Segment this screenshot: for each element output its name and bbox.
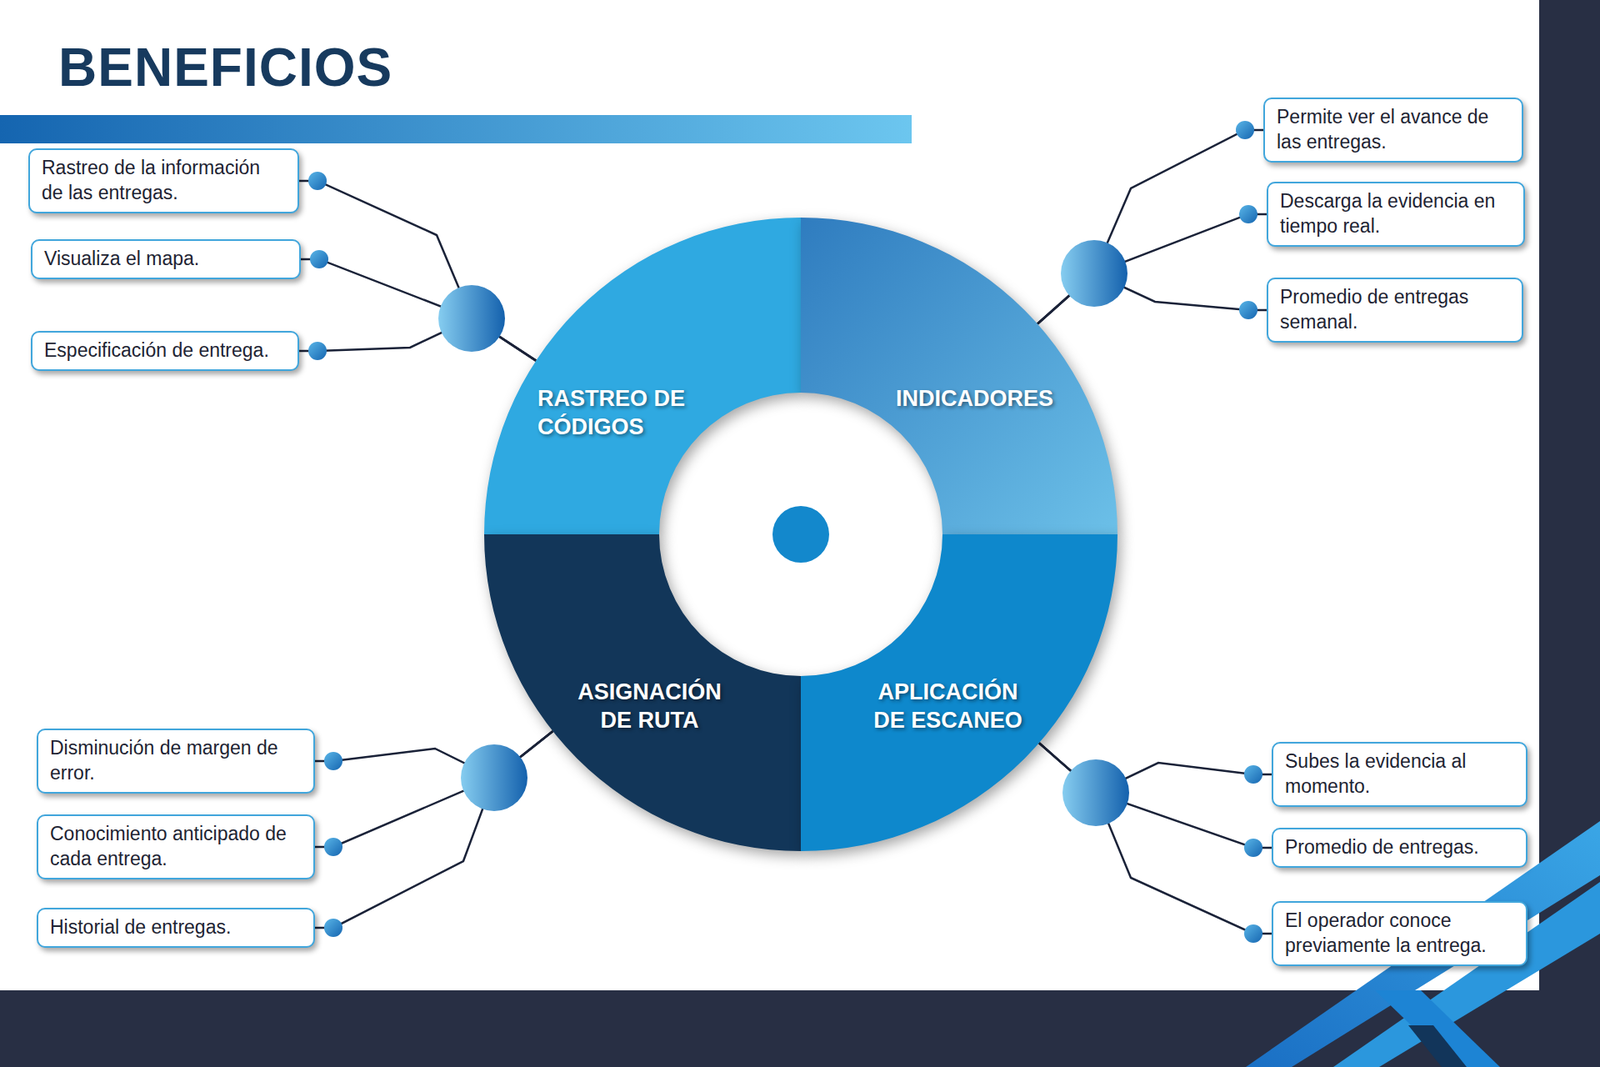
donut-segment: INDICADORES xyxy=(800,217,1118,535)
segment-label: APLICACIÓN DE ESCANEO xyxy=(862,678,1034,735)
donut-segment: APLICACIÓN DE ESCANEO xyxy=(800,534,1118,851)
connector-dot xyxy=(1244,924,1263,943)
benefit-text: Rastreo de la información de las entrega… xyxy=(41,155,286,206)
benefit-text: El operador conoce previamente la entreg… xyxy=(1285,908,1515,959)
donut-hole xyxy=(659,392,943,676)
hub-circle xyxy=(1062,759,1130,826)
connector-dot xyxy=(1239,300,1258,320)
title-bar xyxy=(0,115,912,144)
connector-dot xyxy=(310,250,329,269)
connector-dot xyxy=(324,918,343,937)
connector-line xyxy=(1039,742,1272,934)
benefit-text: Historial de entregas. xyxy=(50,915,302,940)
benefit-text: Promedio de entregas semanal. xyxy=(1280,285,1510,335)
benefit-box: El operador conoce previamente la entreg… xyxy=(1271,900,1528,966)
connector-dot xyxy=(1239,205,1258,224)
benefit-text: Visualiza el mapa. xyxy=(44,246,288,272)
benefit-box: Rastreo de la información de las entrega… xyxy=(28,148,300,214)
connector-line xyxy=(315,730,553,928)
benefit-text: Especificación de entrega. xyxy=(44,338,286,364)
benefit-box: Promedio de entregas. xyxy=(1271,827,1528,868)
connector-dot xyxy=(1244,838,1263,857)
benefit-box: Descarga la evidencia en tiempo real. xyxy=(1266,181,1525,247)
donut-segment: RASTREO DE CÓDIGOS xyxy=(484,217,801,535)
connector-line xyxy=(315,730,553,847)
benefit-box: Permite ver el avance de las entregas. xyxy=(1263,97,1524,163)
connector-dot xyxy=(324,837,343,856)
benefit-text: Disminución de margen de error. xyxy=(50,735,302,786)
decor-stripe xyxy=(1375,990,1500,1067)
benefit-box: Subes la evidencia al momento. xyxy=(1271,741,1528,807)
benefit-box: Disminución de margen de error. xyxy=(36,728,315,794)
connector-line xyxy=(300,259,536,361)
hub-circle xyxy=(438,285,505,352)
connector-dot xyxy=(1235,120,1255,140)
center-dot xyxy=(772,505,830,563)
leader-connector xyxy=(315,730,553,856)
segment-shape xyxy=(800,217,1118,535)
segment-label: ASIGNACIÓN DE RUTA xyxy=(564,678,735,735)
segment-fill xyxy=(484,217,801,535)
connector-dot xyxy=(324,751,343,770)
segment-fill xyxy=(484,534,801,851)
benefit-text: Descarga la evidencia en tiempo real. xyxy=(1280,189,1512,240)
benefit-text: Permite ver el avance de las entregas. xyxy=(1276,105,1510,155)
segment-fill xyxy=(800,217,1118,535)
hub-circle xyxy=(1060,240,1128,307)
page-title: BENEFICIOS xyxy=(58,36,393,99)
segment-fill xyxy=(800,534,1118,851)
benefit-box: Conocimiento anticipado de cada entrega. xyxy=(36,814,315,880)
decor-stripe xyxy=(1408,1025,1467,1067)
benefit-text: Conocimiento anticipado de cada entrega. xyxy=(50,821,302,872)
segment-shape xyxy=(484,217,801,535)
benefit-box: Promedio de entregas semanal. xyxy=(1266,277,1524,343)
decor-stripe xyxy=(1245,820,1600,1067)
benefit-box: Especificación de entrega. xyxy=(30,330,300,371)
connector-line xyxy=(1037,130,1264,325)
segment-label: INDICADORES xyxy=(895,385,1067,414)
benefit-box: Historial de entregas. xyxy=(36,907,315,948)
connector-dot xyxy=(1244,765,1263,784)
connector-line xyxy=(1037,214,1267,325)
leader-connector xyxy=(1039,742,1272,857)
benefit-text: Promedio de entregas. xyxy=(1285,835,1515,860)
connector-dot xyxy=(308,171,327,190)
leader-connector xyxy=(1039,742,1272,943)
connector-line xyxy=(299,180,536,361)
benefit-text: Subes la evidencia al momento. xyxy=(1285,749,1515,800)
segment-label: RASTREO DE CÓDIGOS xyxy=(537,385,709,442)
leader-connector xyxy=(1037,205,1267,325)
connector-dot xyxy=(308,341,327,360)
benefit-box: Visualiza el mapa. xyxy=(30,239,301,280)
connector-line xyxy=(1039,742,1272,848)
leader-connector xyxy=(315,730,553,937)
hub-circle xyxy=(460,744,528,811)
leader-connector xyxy=(299,171,536,361)
donut-segment: ASIGNACIÓN DE RUTA xyxy=(484,534,801,851)
